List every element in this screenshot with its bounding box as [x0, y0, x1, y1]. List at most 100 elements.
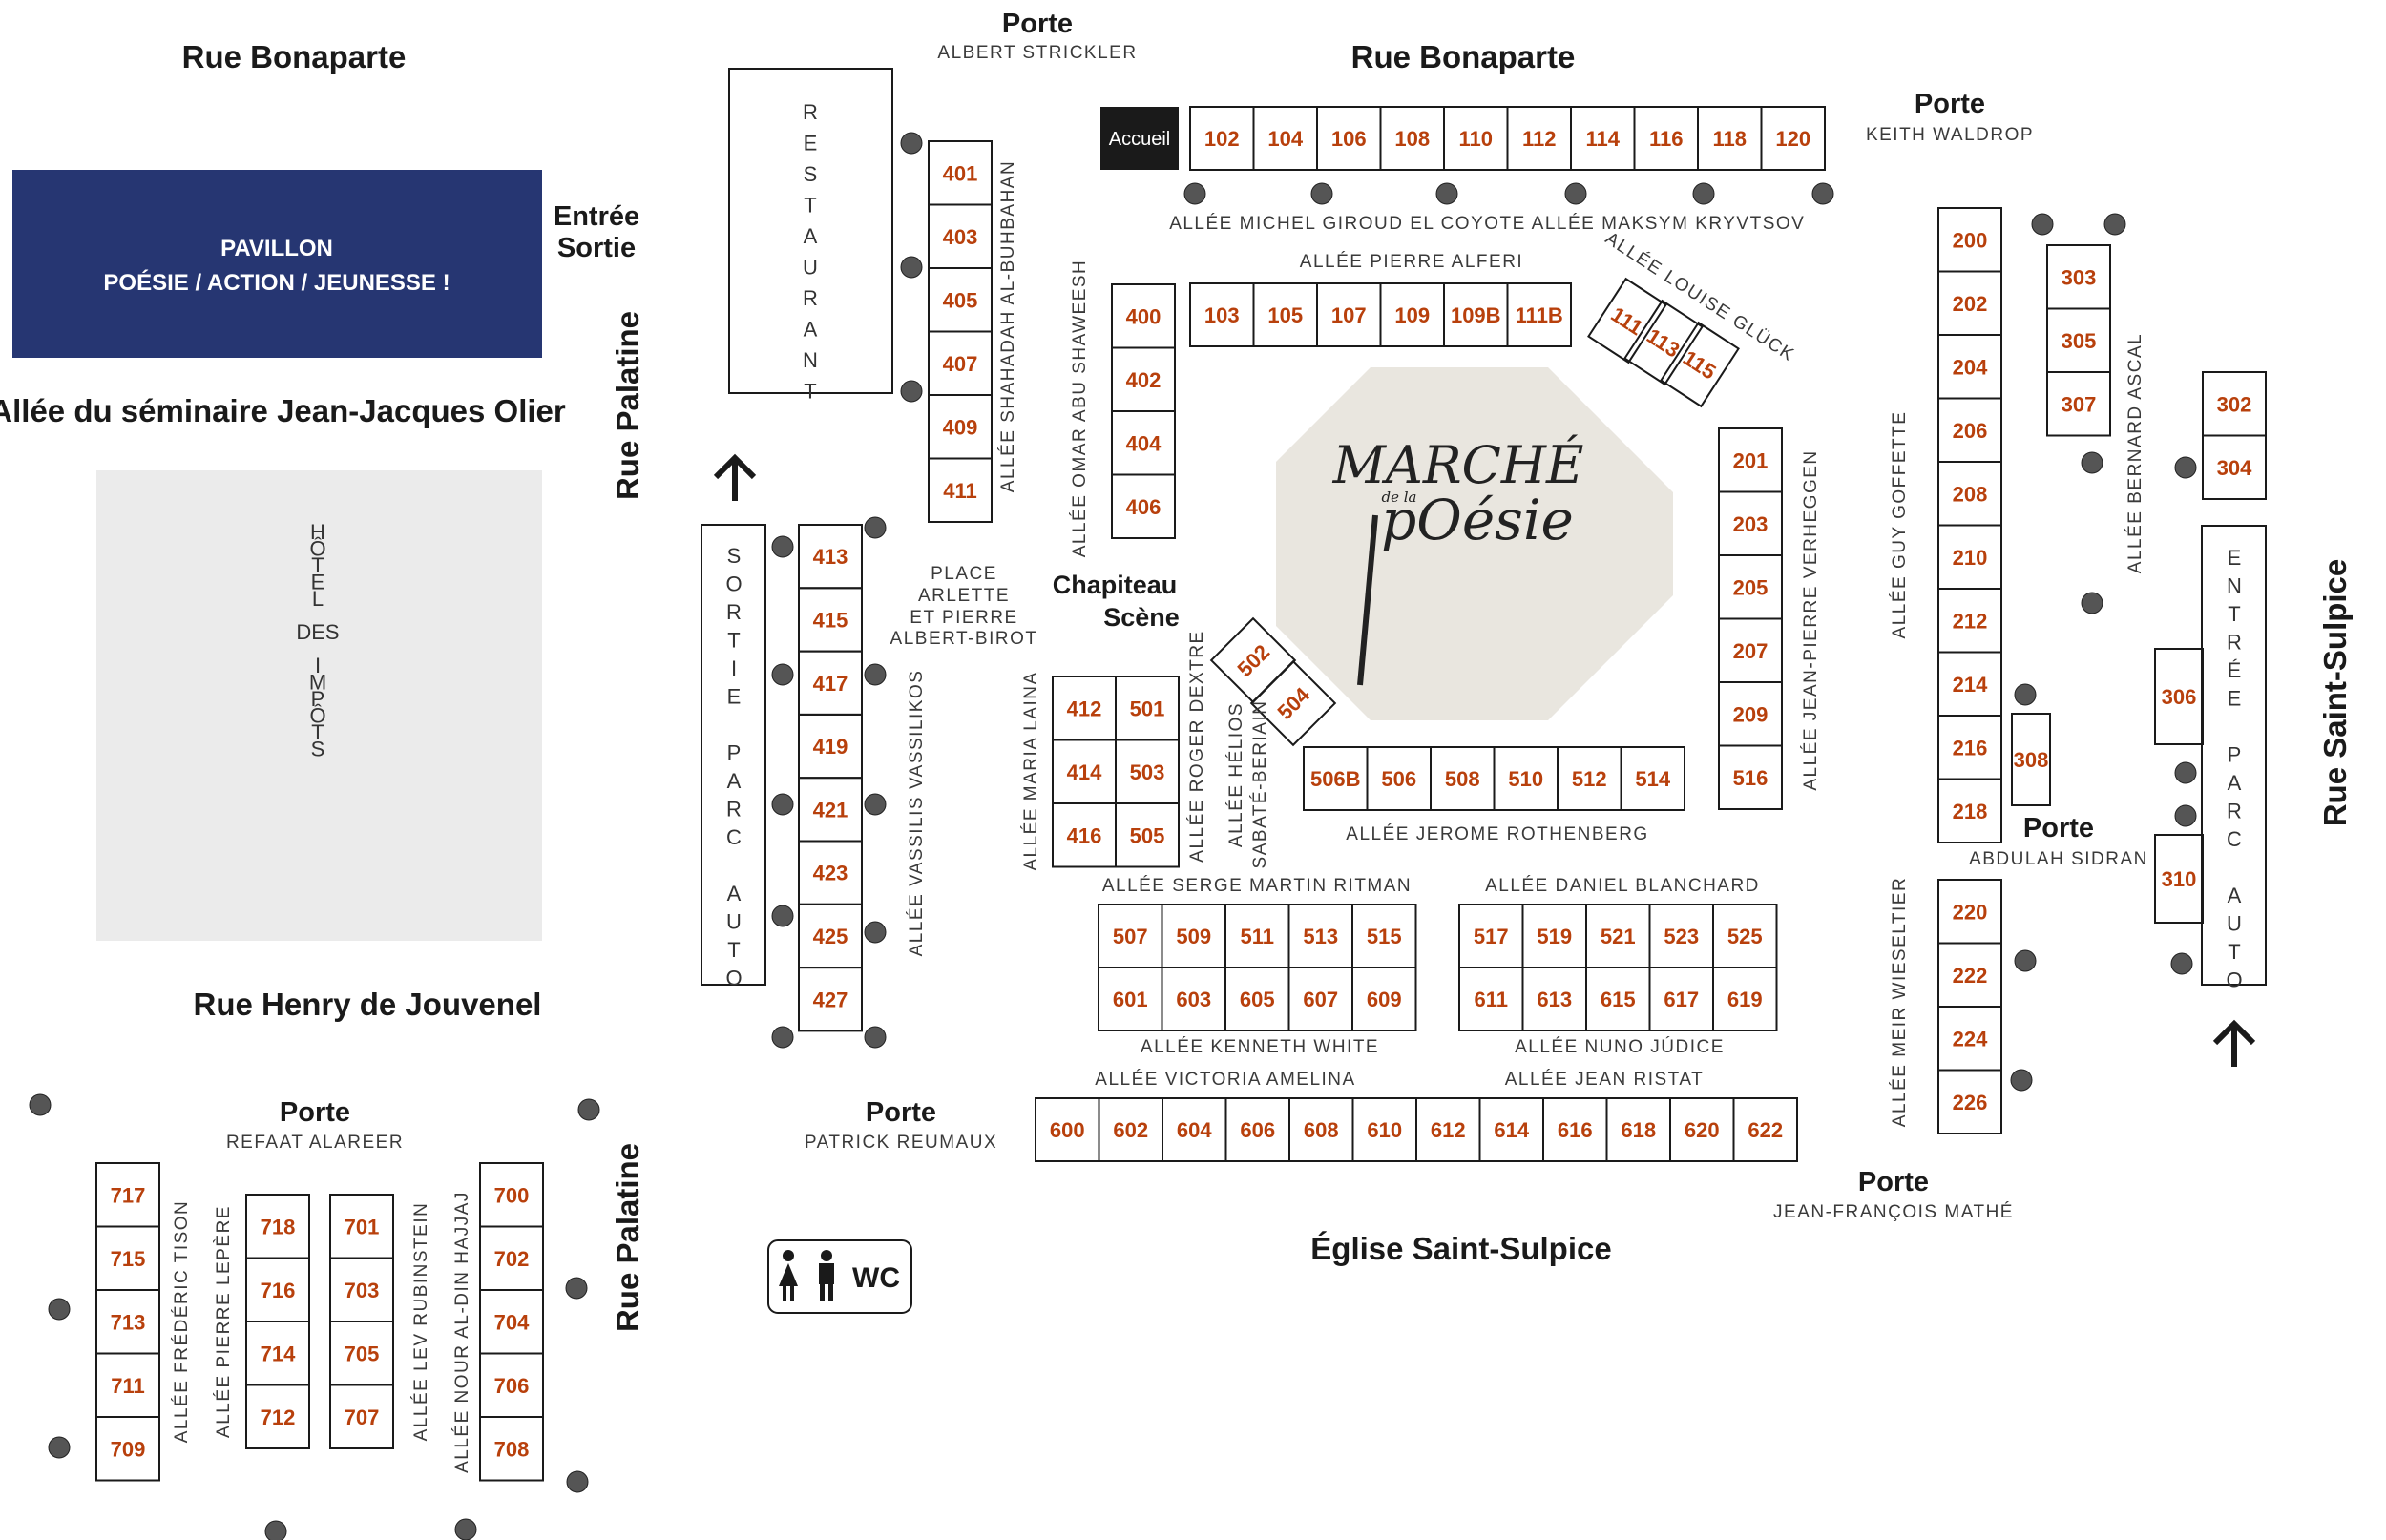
booth-523[interactable]: 523 [1648, 904, 1714, 968]
booth-407[interactable]: 407 [928, 330, 993, 396]
booth-604[interactable]: 604 [1162, 1097, 1227, 1162]
booth-415[interactable]: 415 [798, 587, 863, 653]
booth-620[interactable]: 620 [1669, 1097, 1735, 1162]
booth-605[interactable]: 605 [1224, 967, 1290, 1031]
booth-302[interactable]: 302 [2202, 371, 2267, 437]
booth-419[interactable]: 419 [798, 713, 863, 780]
booth-703[interactable]: 703 [329, 1257, 394, 1322]
booth-411[interactable]: 411 [928, 457, 993, 523]
booth-510[interactable]: 510 [1493, 746, 1559, 811]
booth-204[interactable]: 204 [1937, 334, 2002, 400]
booth-716[interactable]: 716 [245, 1257, 310, 1322]
booth-610[interactable]: 610 [1351, 1097, 1417, 1162]
booth-102[interactable]: 102 [1189, 106, 1255, 171]
booth-713[interactable]: 713 [95, 1289, 160, 1355]
booth-409[interactable]: 409 [928, 394, 993, 460]
booth-304[interactable]: 304 [2202, 434, 2267, 500]
booth-600[interactable]: 600 [1035, 1097, 1100, 1162]
booth-707[interactable]: 707 [329, 1384, 394, 1449]
booth-218[interactable]: 218 [1937, 778, 2002, 843]
booth-401[interactable]: 401 [928, 140, 993, 206]
booth-525[interactable]: 525 [1712, 904, 1778, 968]
booth-606[interactable]: 606 [1224, 1097, 1290, 1162]
booth-106[interactable]: 106 [1316, 106, 1382, 171]
booth-616[interactable]: 616 [1542, 1097, 1608, 1162]
booth-509[interactable]: 509 [1161, 904, 1226, 968]
booth-116[interactable]: 116 [1633, 106, 1699, 171]
booth-706[interactable]: 706 [479, 1352, 544, 1418]
booth-705[interactable]: 705 [329, 1321, 394, 1386]
booth-120[interactable]: 120 [1760, 106, 1826, 171]
booth-210[interactable]: 210 [1937, 524, 2002, 590]
booth-412[interactable]: 412 [1052, 676, 1117, 741]
booth-404[interactable]: 404 [1111, 410, 1176, 476]
booth-622[interactable]: 622 [1732, 1097, 1798, 1162]
booth-613[interactable]: 613 [1521, 967, 1587, 1031]
booth-402[interactable]: 402 [1111, 346, 1176, 412]
booth-108[interactable]: 108 [1379, 106, 1445, 171]
booth-226[interactable]: 226 [1937, 1069, 2002, 1134]
booth-714[interactable]: 714 [245, 1321, 310, 1386]
booth-505[interactable]: 505 [1115, 802, 1180, 868]
booth-507[interactable]: 507 [1098, 904, 1163, 968]
booth-514[interactable]: 514 [1620, 746, 1685, 811]
booth-609[interactable]: 609 [1351, 967, 1417, 1031]
booth-607[interactable]: 607 [1287, 967, 1353, 1031]
booth-506[interactable]: 506 [1366, 746, 1432, 811]
booth-615[interactable]: 615 [1585, 967, 1651, 1031]
booth-406[interactable]: 406 [1111, 473, 1176, 539]
booth-501[interactable]: 501 [1115, 676, 1180, 741]
booth-105[interactable]: 105 [1252, 282, 1318, 347]
booth-425[interactable]: 425 [798, 903, 863, 969]
booth-111B[interactable]: 111B [1506, 282, 1572, 347]
booth-701[interactable]: 701 [329, 1194, 394, 1259]
booth-709[interactable]: 709 [95, 1416, 160, 1482]
booth-201[interactable]: 201 [1718, 427, 1783, 493]
booth-712[interactable]: 712 [245, 1384, 310, 1449]
booth-303[interactable]: 303 [2046, 244, 2111, 310]
booth-704[interactable]: 704 [479, 1289, 544, 1355]
booth-521[interactable]: 521 [1585, 904, 1651, 968]
booth-305[interactable]: 305 [2046, 307, 2111, 373]
booth-209[interactable]: 209 [1718, 681, 1783, 747]
booth-427[interactable]: 427 [798, 967, 863, 1032]
booth-603[interactable]: 603 [1161, 967, 1226, 1031]
booth-513[interactable]: 513 [1287, 904, 1353, 968]
booth-511[interactable]: 511 [1224, 904, 1290, 968]
booth-203[interactable]: 203 [1718, 490, 1783, 556]
booth-517[interactable]: 517 [1458, 904, 1524, 968]
booth-114[interactable]: 114 [1570, 106, 1636, 171]
booth-208[interactable]: 208 [1937, 461, 2002, 527]
booth-619[interactable]: 619 [1712, 967, 1778, 1031]
booth-207[interactable]: 207 [1718, 617, 1783, 683]
booth-107[interactable]: 107 [1316, 282, 1382, 347]
booth-516[interactable]: 516 [1718, 744, 1783, 810]
booth-307[interactable]: 307 [2046, 371, 2111, 437]
booth-508[interactable]: 508 [1430, 746, 1496, 811]
booth-112[interactable]: 112 [1506, 106, 1572, 171]
booth-601[interactable]: 601 [1098, 967, 1163, 1031]
booth-400[interactable]: 400 [1111, 283, 1176, 349]
booth-206[interactable]: 206 [1937, 397, 2002, 463]
booth-503[interactable]: 503 [1115, 739, 1180, 804]
booth-421[interactable]: 421 [798, 777, 863, 843]
booth-403[interactable]: 403 [928, 203, 993, 269]
booth-110[interactable]: 110 [1443, 106, 1509, 171]
booth-506B[interactable]: 506B [1303, 746, 1369, 811]
booth-602[interactable]: 602 [1098, 1097, 1163, 1162]
booth-519[interactable]: 519 [1521, 904, 1587, 968]
booth-617[interactable]: 617 [1648, 967, 1714, 1031]
booth-711[interactable]: 711 [95, 1352, 160, 1418]
booth-214[interactable]: 214 [1937, 651, 2002, 717]
booth-612[interactable]: 612 [1415, 1097, 1481, 1162]
booth-423[interactable]: 423 [798, 840, 863, 905]
booth-718[interactable]: 718 [245, 1194, 310, 1259]
booth-310[interactable]: 310 [2154, 834, 2204, 924]
booth-417[interactable]: 417 [798, 650, 863, 716]
booth-220[interactable]: 220 [1937, 879, 2002, 945]
booth-216[interactable]: 216 [1937, 715, 2002, 780]
booth-205[interactable]: 205 [1718, 554, 1783, 620]
booth-109B[interactable]: 109B [1443, 282, 1509, 347]
booth-715[interactable]: 715 [95, 1225, 160, 1291]
booth-700[interactable]: 700 [479, 1162, 544, 1228]
